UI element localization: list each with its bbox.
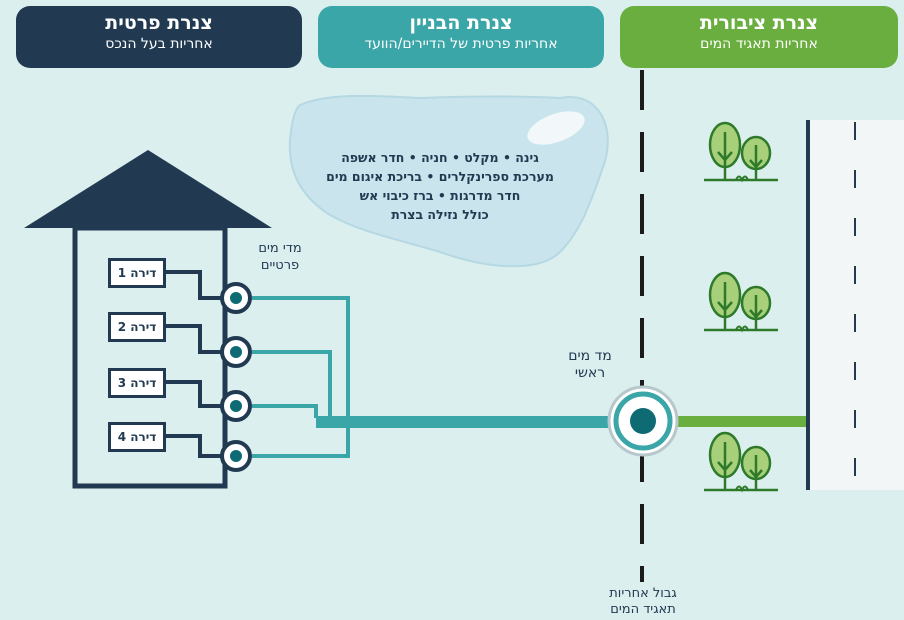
private-piping-subtitle: אחריות בעל הנכס <box>105 36 213 52</box>
public-piping-title: צנרת ציבורית <box>699 12 819 34</box>
boundary-label-line-1: גבול אחריות <box>609 586 677 601</box>
apartment-1: דירה 1 <box>108 258 166 288</box>
private-meters-label: מדי מים פרטיים <box>240 240 320 274</box>
shared-areas-line-1: גינה • מקלט • חניה • חדר אשפה <box>341 150 539 165</box>
blob-highlight <box>527 111 585 145</box>
private-meters-label-line-1: מדי מים <box>258 241 302 256</box>
shared-areas-text: גינה • מקלט • חניה • חדר אשפה מערכת ספרי… <box>300 148 580 224</box>
shared-areas-line-4: כולל נזילה בצרת <box>391 207 489 222</box>
apartment-3: דירה 3 <box>108 368 166 398</box>
main-meter-label-line-1: מד מים <box>568 348 612 364</box>
private-meters <box>220 282 252 472</box>
tree-group-1 <box>704 121 778 183</box>
tree-group-3 <box>704 431 778 493</box>
apartment-2: דירה 2 <box>108 312 166 342</box>
public-piping-header: צנרת ציבורית אחריות תאגיד המים <box>620 6 898 68</box>
building-piping-title: צנרת הבניין <box>409 12 513 34</box>
main-meter-label-line-2: ראשי <box>574 365 606 381</box>
tree-group-2 <box>704 271 778 333</box>
private-piping-header: צנרת פרטית אחריות בעל הנכס <box>16 6 302 68</box>
building-piping-header: צנרת הבניין אחריות פרטית של הדיירים/הווע… <box>318 6 604 68</box>
main-meter-label: מד מים ראשי <box>540 348 640 382</box>
public-piping-subtitle: אחריות תאגיד המים <box>700 36 818 52</box>
apartment-4: דירה 4 <box>108 422 166 452</box>
shared-areas-line-2: מערכת ספרינקלרים • בריכת איגום מים <box>326 169 554 184</box>
boundary-label-line-2: תאגיד המים <box>610 602 676 617</box>
private-meters-label-line-2: פרטיים <box>260 258 300 273</box>
private-piping-title: צנרת פרטית <box>105 12 213 34</box>
trees <box>704 121 778 493</box>
public-pipe <box>676 416 808 427</box>
building-piping-subtitle: אחריות פרטית של הדיירים/הוועד <box>364 36 558 52</box>
main-building-pipe <box>316 416 610 428</box>
boundary-label: גבול אחריות תאגיד המים <box>588 586 698 618</box>
house-roof <box>24 150 272 228</box>
shared-areas-line-3: חדר מדרגות • ברז כיבוי אש <box>359 188 521 203</box>
building-pipes <box>252 296 350 458</box>
apartment-pipes <box>166 270 222 458</box>
